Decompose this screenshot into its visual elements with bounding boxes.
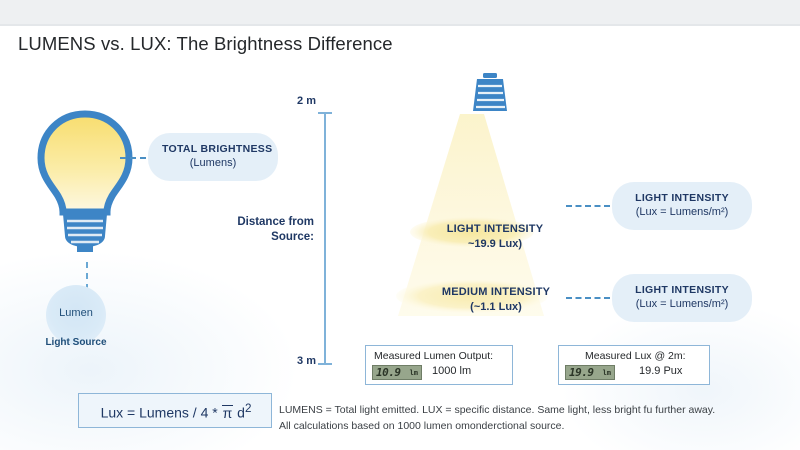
callout-light-intensity-top-line1: LIGHT INTENSITY <box>635 192 729 204</box>
measured-lumen-output-box: Measured Lumen Output: 10.9 lm 1000 lm <box>365 345 513 385</box>
distance-axis-caption: Distance from Source: <box>222 215 314 245</box>
lcd-digits-lux: 19.9 <box>569 366 594 379</box>
distance-axis-label-bottom: 3 m <box>297 355 316 367</box>
distance-axis-caption-line2: Source: <box>271 231 314 243</box>
light-source-caption: Light Source <box>45 337 107 348</box>
measured-lux-title: Measured Lux @ 2m: <box>585 350 686 362</box>
page-title: LUMENS vs. LUX: The Brightness Differenc… <box>18 33 393 54</box>
lcd-display-lux: 19.9 lm <box>565 365 615 380</box>
distance-axis-line <box>324 112 326 364</box>
formula-pi-symbol: π <box>221 404 234 421</box>
lamp-head-icon <box>466 73 514 117</box>
lumen-source-label: Lumen <box>59 307 93 319</box>
formula-text: Lux = Lumens / 4 * π d2 <box>79 402 273 421</box>
formula-prefix: Lux = Lumens / 4 * <box>100 404 222 421</box>
cone-band-1-line2: ~19.9 Lux) <box>467 238 523 250</box>
callout-light-intensity-top: LIGHT INTENSITY (Lux = Lumens/m²) <box>612 182 752 230</box>
footnote: LUMENS = Total light emitted. LUX = spec… <box>279 403 799 434</box>
distance-axis-cap-top <box>318 112 332 114</box>
top-strip-edge <box>0 24 800 26</box>
measured-lumen-output-title: Measured Lumen Output: <box>374 350 494 362</box>
cone-band-label-light-intensity: LIGHT INTENSITY ~19.9 Lux) <box>395 222 595 252</box>
formula-exponent: 2 <box>244 402 252 415</box>
leader-line-callout-top <box>566 205 610 207</box>
lcd-display-lumen: 10.9 lm <box>372 365 422 380</box>
leader-line-bulb-callout <box>120 157 146 159</box>
callout-total-brightness: TOTAL BRIGHTNESS (Lumens) <box>148 133 278 181</box>
measured-lux-value: 19.9 Pux <box>639 365 683 377</box>
light-cone-diagram <box>368 100 612 330</box>
footnote-line-2: All calculations based on 1000 lumen omo… <box>279 419 565 432</box>
callout-light-intensity-bottom: LIGHT INTENSITY (Lux = Lumens/m²) <box>612 274 752 322</box>
lcd-digits-lumen: 10.9 <box>376 366 401 379</box>
distance-axis-label-top: 2 m <box>297 95 316 107</box>
cone-band-label-medium-intensity: MEDIUM INTENSITY (~1.1 Lux) <box>396 285 596 315</box>
callout-total-brightness-line2: (Lumens) <box>189 157 237 169</box>
formula-box: Lux = Lumens / 4 * π d2 <box>78 393 272 428</box>
callout-total-brightness-line1: TOTAL BRIGHTNESS <box>162 143 273 155</box>
light-bulb-icon <box>30 108 140 258</box>
cone-band-1-line1: LIGHT INTENSITY <box>446 223 544 235</box>
cone-band-2-line1: MEDIUM INTENSITY <box>441 286 551 298</box>
distance-axis-caption-line1: Distance from <box>237 216 314 228</box>
leader-line-bulb-source <box>86 262 88 290</box>
distance-axis-cap-bottom <box>318 363 332 365</box>
leader-line-callout-bottom <box>566 297 610 299</box>
measured-lux-box: Measured Lux @ 2m: 19.9 lm 19.9 Pux <box>558 345 710 385</box>
callout-light-intensity-bottom-line1: LIGHT INTENSITY <box>635 284 729 296</box>
measured-lumen-output-value: 1000 lm <box>432 365 472 377</box>
cone-band-2-line2: (~1.1 Lux) <box>470 301 522 313</box>
top-strip <box>0 0 800 24</box>
lcd-unit-lumen: lm <box>409 369 418 377</box>
callout-light-intensity-bottom-line2: (Lux = Lumens/m²) <box>635 298 729 310</box>
callout-light-intensity-top-line2: (Lux = Lumens/m²) <box>635 206 729 218</box>
lumen-source-circle: Lumen <box>46 285 106 345</box>
footnote-line-1: LUMENS = Total light emitted. LUX = spec… <box>279 404 716 416</box>
lcd-unit-lux: lm <box>602 369 611 377</box>
formula-suffix: d <box>233 404 245 421</box>
